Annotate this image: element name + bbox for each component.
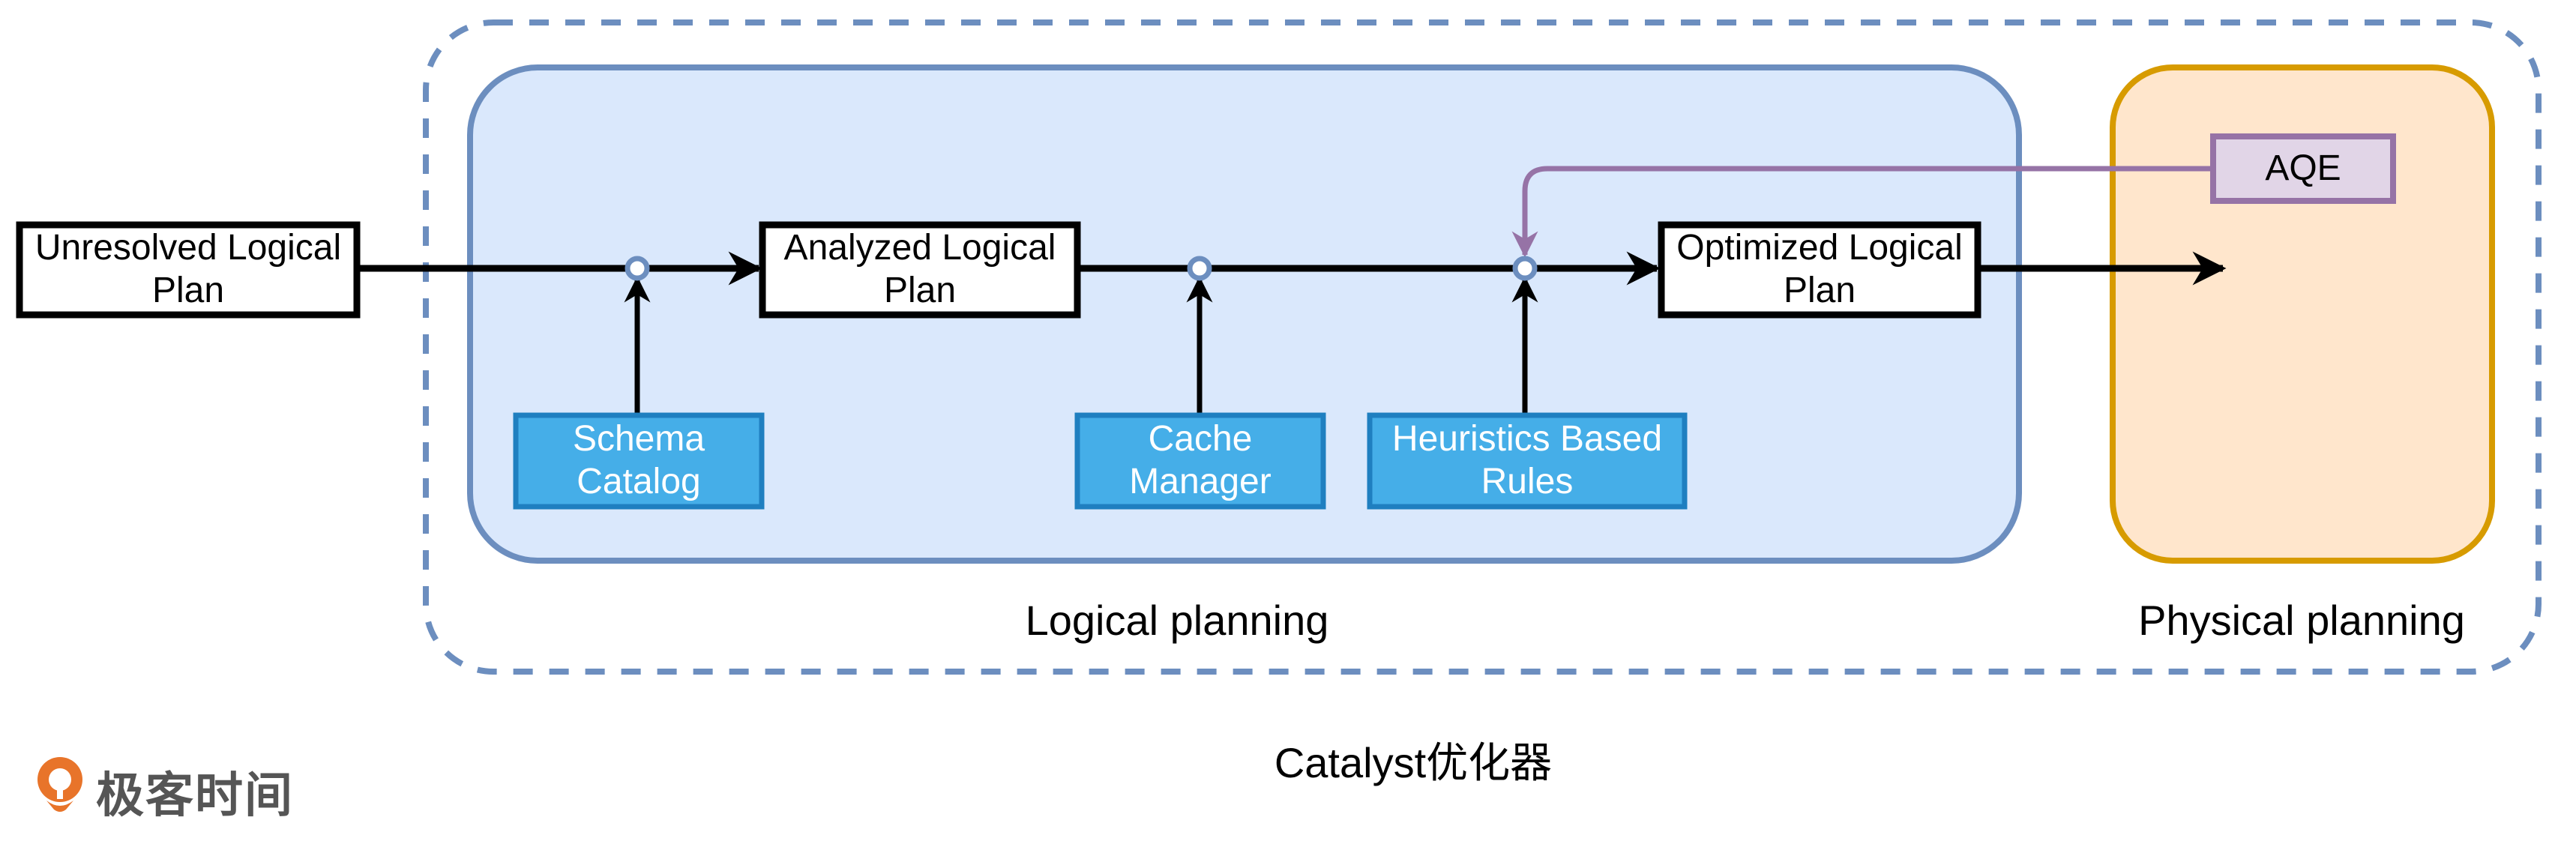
schema-catalog-box (513, 412, 765, 510)
edge-aqe-to-junction3 (1511, 166, 2212, 258)
aqe-label: AQE (2265, 148, 2341, 188)
schema-catalog-label: Schema Catalog (572, 419, 705, 501)
aqe-box (2210, 133, 2396, 204)
physical-planning-region (2110, 64, 2495, 564)
analyzed-plan-box (759, 221, 1081, 319)
optimized-plan-box (1658, 221, 1981, 319)
heuristics-label: Heuristics Based Rules (1391, 419, 1663, 501)
analyzed-plan-label: Analyzed Logical Plan (783, 228, 1056, 310)
geektime-logo-text: 极客时间 (96, 768, 294, 822)
physical-planning-label: Physical planning (2138, 596, 2465, 644)
catalyst-region (423, 19, 2542, 675)
logical-planning-label: Logical planning (1025, 596, 1329, 644)
cache-manager-box (1074, 412, 1326, 510)
junction-3 (1512, 256, 1538, 281)
junction-2 (1187, 256, 1212, 281)
unresolved-plan-label: Unresolved Logical Plan (34, 228, 342, 310)
heuristics-box (1367, 412, 1688, 510)
optimized-plan-label: Optimized Logical Plan (1676, 228, 1963, 310)
geektime-logo-icon (37, 757, 82, 812)
catalyst-title: Catalyst优化器 (1274, 738, 1553, 786)
cache-manager-label: Cache Manager (1129, 419, 1272, 501)
unresolved-plan-box (16, 221, 361, 319)
junction-1 (625, 256, 650, 281)
